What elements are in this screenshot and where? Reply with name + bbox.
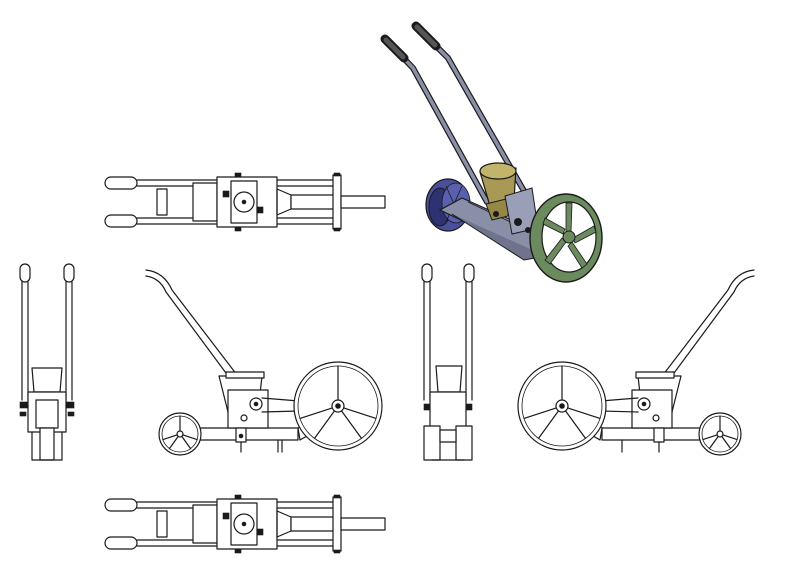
isometric-view (380, 21, 603, 283)
left-end-view (19, 263, 75, 461)
front-rear-wheel (293, 361, 383, 451)
right-elevation-view (517, 265, 796, 456)
front-front-wheel (158, 412, 202, 456)
front-view (104, 265, 383, 456)
top-view (104, 172, 386, 232)
rear-end-view (421, 263, 475, 461)
bottom-view (104, 494, 386, 554)
iso-rear-wheel (529, 193, 603, 283)
